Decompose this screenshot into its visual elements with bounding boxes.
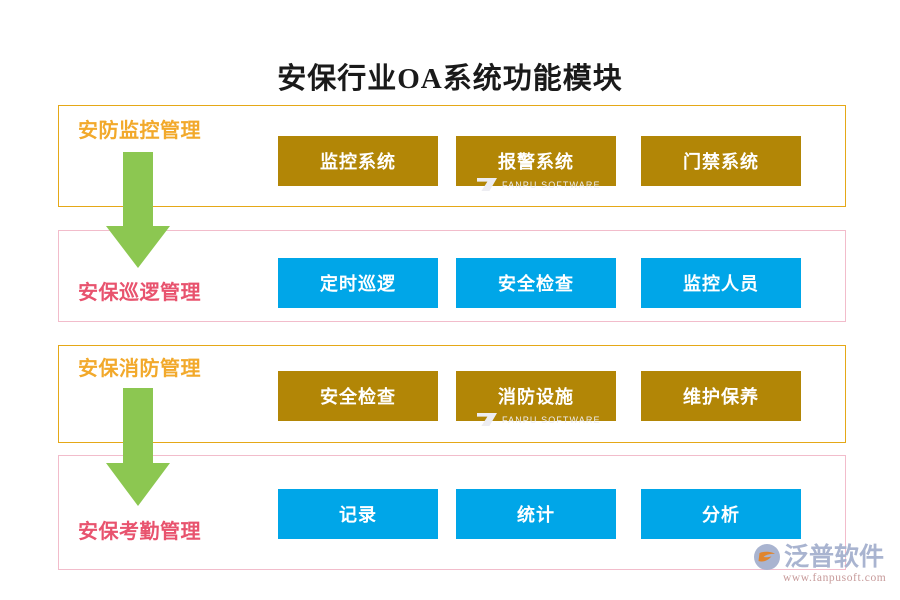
down-arrow-icon-2	[106, 388, 170, 506]
section-container-3	[58, 345, 846, 443]
module-box[interactable]: 记录	[278, 489, 438, 539]
module-box[interactable]: 分析	[641, 489, 801, 539]
brand-logo-row: 泛普软件	[753, 543, 884, 571]
fanpu-swirl-icon	[753, 543, 781, 571]
module-box[interactable]: 安全检查	[278, 371, 438, 421]
down-arrow-icon-1	[106, 152, 170, 268]
module-box[interactable]: 维护保养	[641, 371, 801, 421]
module-box[interactable]: 消防设施	[456, 371, 616, 421]
module-box[interactable]: 安全检查	[456, 258, 616, 308]
page-title: 安保行业OA系统功能模块	[277, 63, 623, 95]
brand-name: 泛普软件	[784, 543, 885, 571]
brand-url: www.fanpusoft.com	[783, 572, 887, 584]
module-box[interactable]: 门禁系统	[641, 136, 801, 186]
brand-logo: 泛普软件 www.fanpusoft.com	[753, 543, 886, 584]
module-box[interactable]: 监控系统	[278, 136, 438, 186]
module-box[interactable]: 定时巡逻	[278, 258, 438, 308]
module-box[interactable]: 监控人员	[641, 258, 801, 308]
section-container-1	[58, 105, 846, 207]
module-box[interactable]: 统计	[456, 489, 616, 539]
section-label-2: 安保巡逻管理	[78, 282, 201, 304]
section-label-1: 安防监控管理	[78, 120, 201, 142]
section-container-4	[58, 455, 846, 570]
section-container-2	[58, 230, 846, 322]
section-label-3: 安保消防管理	[78, 358, 201, 380]
module-box[interactable]: 报警系统	[456, 136, 616, 186]
section-label-4: 安保考勤管理	[78, 521, 201, 543]
